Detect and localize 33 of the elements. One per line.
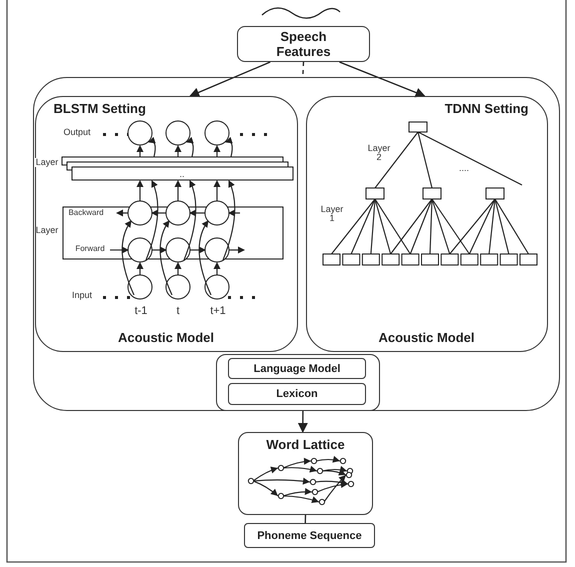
box-shape bbox=[216, 354, 380, 410]
time-step-label: t-1 bbox=[134, 306, 148, 318]
layer-label: Layer bbox=[34, 226, 60, 236]
process-box bbox=[228, 383, 366, 405]
lattice-box bbox=[238, 432, 373, 515]
arrow bbox=[298, 411, 308, 433]
panel-caption: Acoustic Model bbox=[118, 330, 214, 344]
speech-features-box bbox=[237, 26, 370, 62]
process-box bbox=[228, 358, 366, 379]
box-label: Speech Features bbox=[275, 29, 332, 59]
layer-label: Input bbox=[70, 291, 94, 300]
panel-title: Word Lattice bbox=[266, 437, 345, 452]
ellipsis-mark: .. bbox=[178, 170, 186, 180]
box-label: Phoneme Sequence bbox=[257, 530, 362, 542]
direction-label: Forward bbox=[74, 245, 106, 254]
time-step-label: t+1 bbox=[209, 306, 227, 318]
layer-label: Layer 2 bbox=[366, 144, 392, 163]
layer-label: Output bbox=[62, 128, 92, 138]
box-label: Lexicon bbox=[276, 388, 318, 400]
panel-caption: Acoustic Model bbox=[378, 330, 475, 344]
box-label: Language Model bbox=[254, 362, 340, 374]
box-shape bbox=[33, 77, 560, 411]
ellipsis-mark: .... bbox=[458, 164, 470, 174]
layer-label: Layer 1 bbox=[320, 205, 344, 224]
process-box bbox=[244, 523, 375, 548]
panel-title: BLSTM Setting bbox=[54, 100, 147, 116]
panel-title: TDNN Setting bbox=[444, 100, 528, 116]
setting-panel bbox=[306, 96, 548, 352]
time-step-label: t bbox=[175, 306, 181, 318]
direction-label: Backward bbox=[67, 209, 105, 218]
arrow bbox=[189, 61, 270, 98]
layer-label: Layer bbox=[34, 158, 60, 168]
connector-line bbox=[304, 514, 306, 524]
